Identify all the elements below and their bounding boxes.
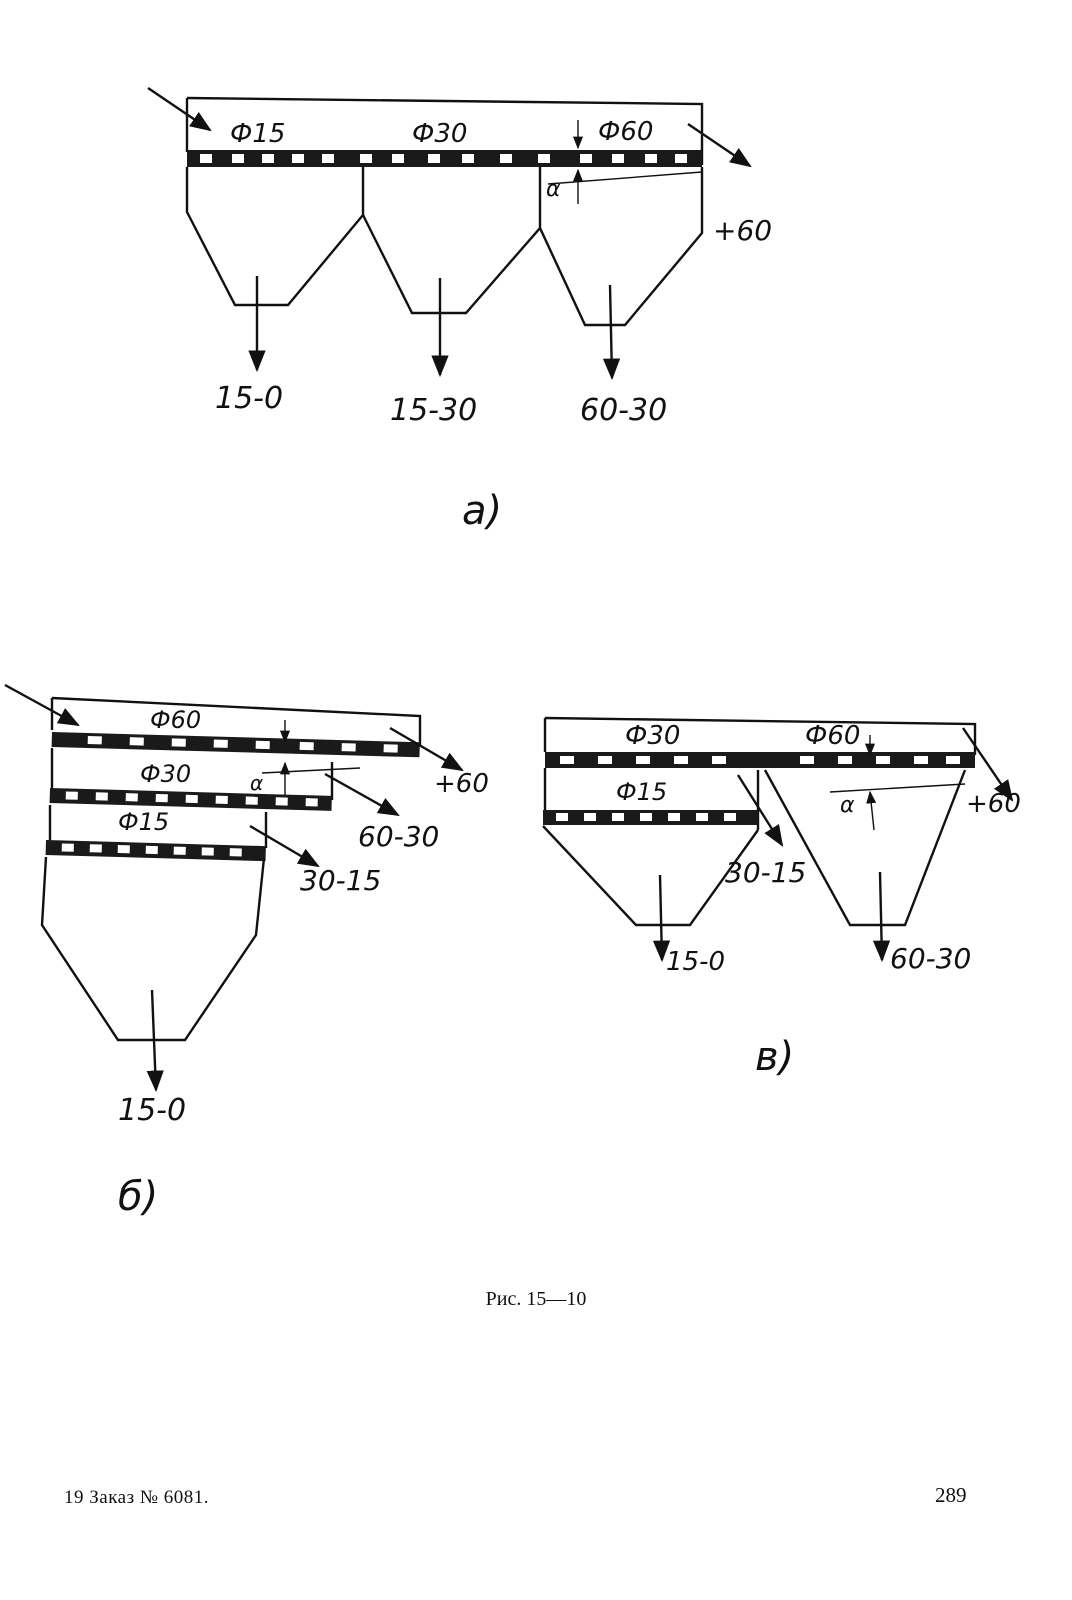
sieve-label: Ф30: [140, 760, 191, 788]
angle-label: α: [840, 793, 855, 818]
screen-strip-a: [187, 150, 702, 167]
sieve-label: Ф60: [150, 706, 201, 734]
diagram-v: Ф30 Ф60 Ф15 α +60 30-15 15-0 60-30 в): [542, 716, 1021, 1080]
output-label: 15-0: [118, 1093, 186, 1128]
diagram-a: Ф15 Ф30 Ф60 α +60 15-0 15-30 60-30 a): [147, 87, 772, 534]
angle-label: α: [250, 771, 263, 795]
output-label: 15-0: [215, 381, 283, 416]
figure-letter: в): [755, 1034, 794, 1080]
sieve-label: Ф30: [412, 119, 467, 149]
figure-letter: a): [462, 488, 502, 534]
output-label: +60: [434, 769, 489, 799]
diagram-b: Ф60 Ф30 Ф15 α +60 60-30 30-15 15-0 б): [4, 683, 489, 1220]
sieve-label: Ф60: [598, 117, 653, 147]
sieve-label: Ф30: [625, 721, 680, 751]
figure-caption: Рис. 15—10: [485, 1288, 587, 1310]
output-label: 60-30: [890, 942, 971, 975]
output-label: 30-15: [725, 856, 806, 889]
oversize-arrow-a: [687, 123, 752, 168]
page-number: 289: [935, 1483, 967, 1507]
print-order-note: 19 Заказ № 6081.: [64, 1487, 209, 1508]
output-label: 15-30: [390, 393, 477, 428]
feed-arrow-b: [4, 683, 80, 727]
feed-arrow-a: [147, 87, 212, 132]
output-label: 30-15: [300, 864, 381, 897]
output-label: 15-0: [666, 947, 725, 977]
angle-label: α: [546, 177, 561, 202]
oversize-label: +60: [713, 214, 772, 247]
output-label: 60-30: [580, 393, 667, 428]
sieve-label: Ф15: [230, 119, 285, 149]
sieve-label: Ф15: [118, 808, 169, 836]
output-label: 60-30: [358, 820, 439, 853]
sieve-label: Ф15: [616, 778, 667, 806]
figure-letter: б): [118, 1174, 158, 1220]
sieve-label: Ф60: [805, 721, 860, 751]
output-label: +60: [966, 789, 1021, 819]
